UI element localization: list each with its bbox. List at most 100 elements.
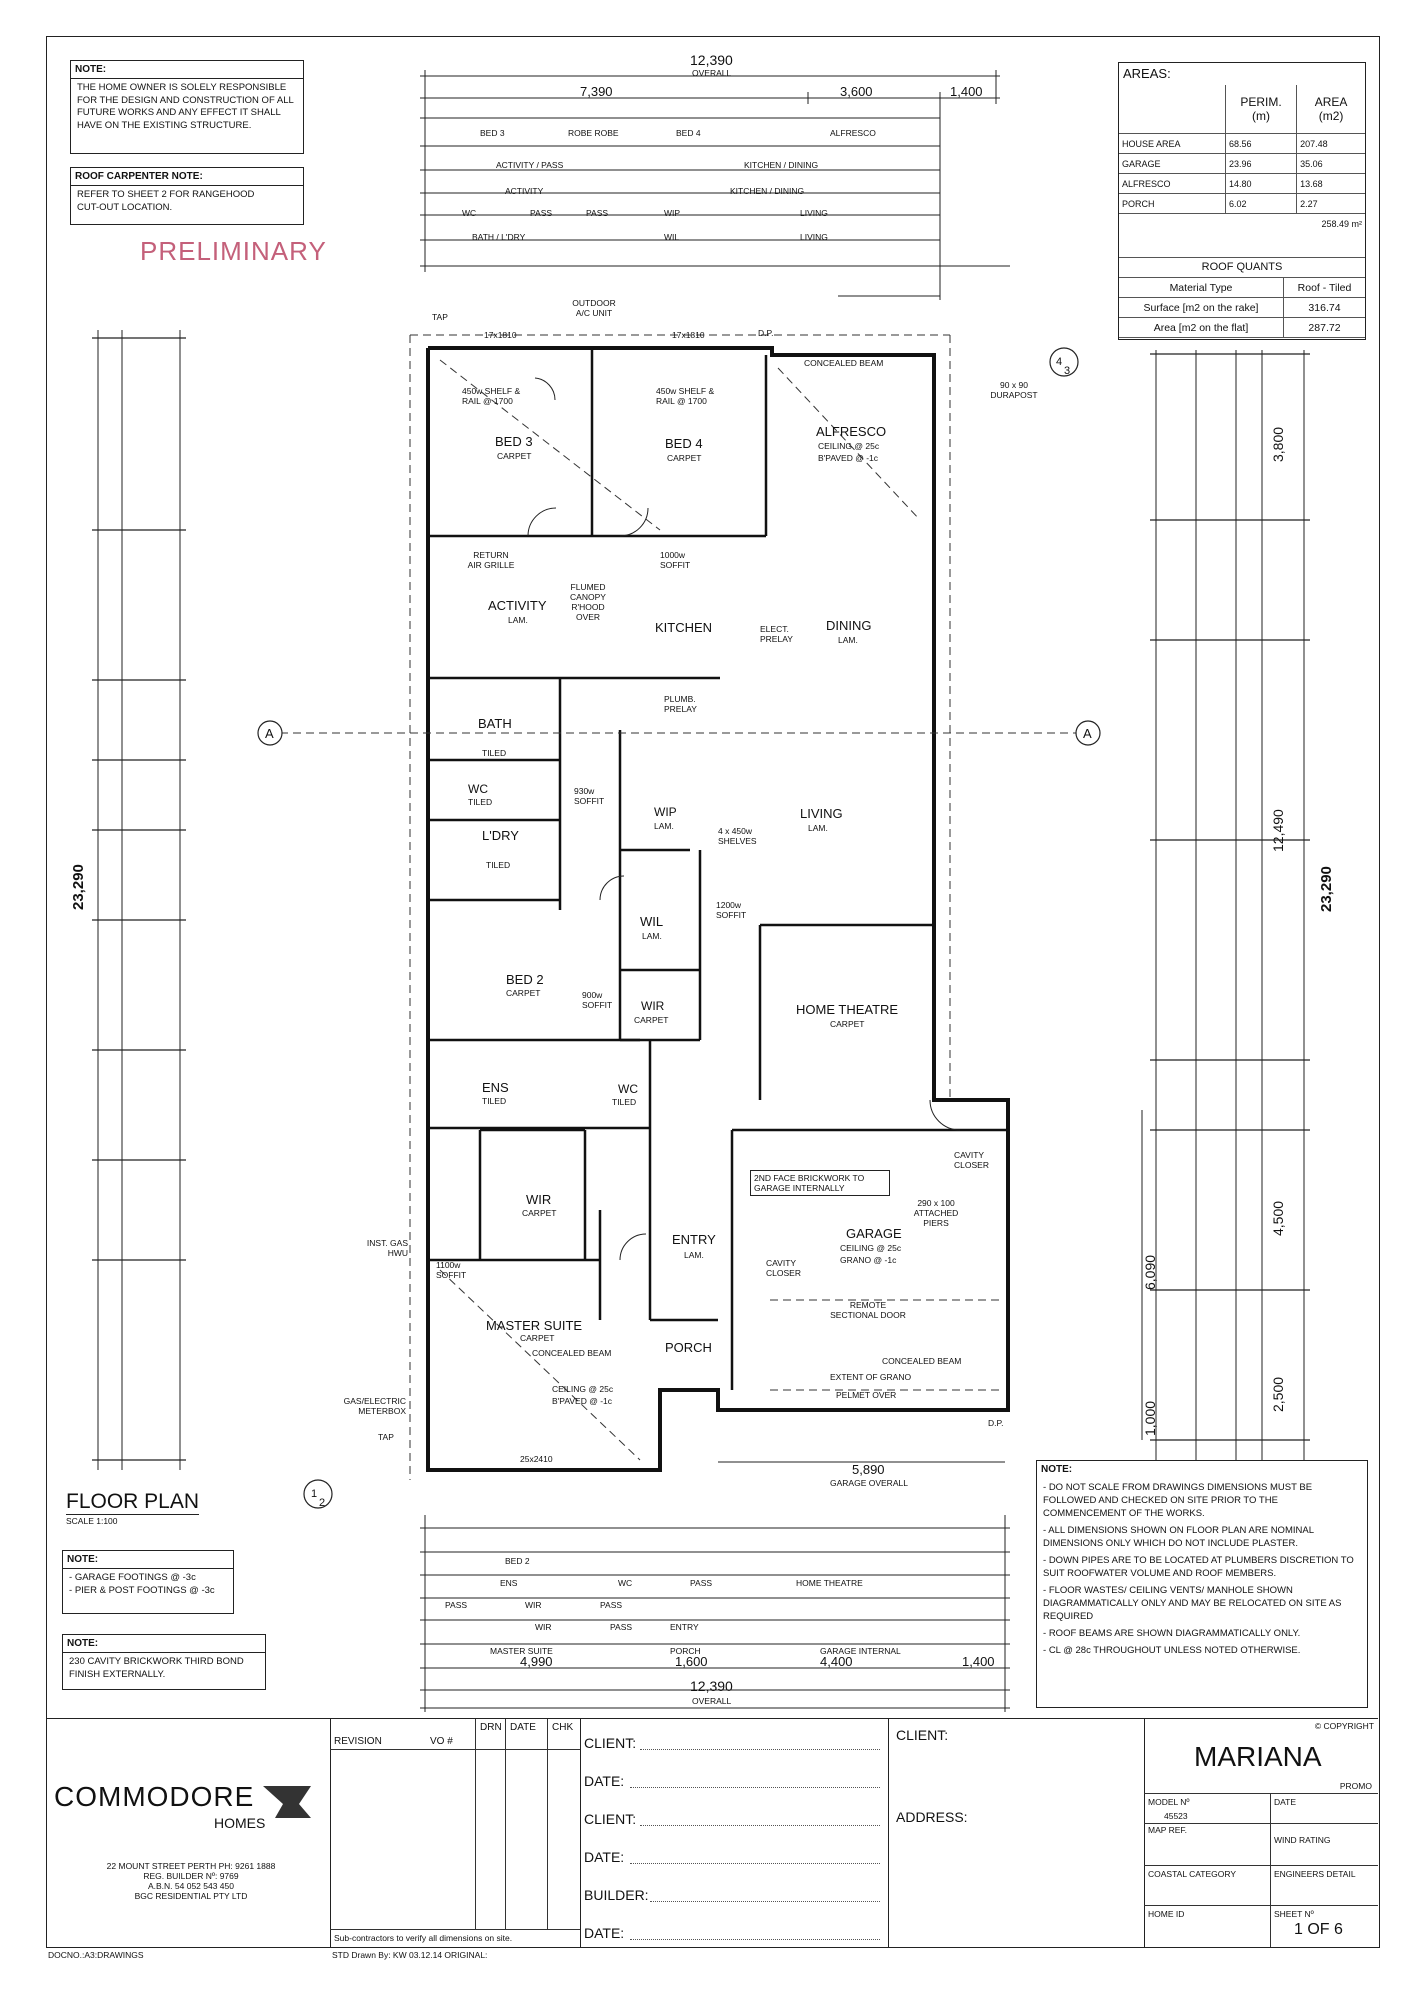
general-note-title: NOTE: <box>1041 1464 1073 1475</box>
dim-row-label: ACTIVITY / PASS <box>496 160 564 170</box>
dim-garage-overall-label: GARAGE OVERALL <box>830 1478 908 1488</box>
room-garage-c2: GRANO @ -1c <box>840 1255 897 1265</box>
revision-cell: DRN DATE CHK REVISION VO # Sub-contracto… <box>330 1719 581 1947</box>
room-living-floor: LAM. <box>808 823 828 833</box>
room-wir2-floor: CARPET <box>522 1208 557 1218</box>
cavity-note: NOTE: 230 CAVITY BRICKWORK THIRD BOND FI… <box>62 1634 266 1690</box>
dim-left-overall: 23,290 <box>70 864 87 910</box>
room-alfresco-c2: B'PAVED @ -1c <box>818 453 879 463</box>
room-dining: DINING <box>826 618 872 633</box>
owner-note-line: FOR THE DESIGN AND CONSTRUCTION OF ALL <box>77 94 294 106</box>
dim-row-label: LIVING <box>800 208 828 218</box>
label-brick-note: 2ND FACE BRICKWORK TO GARAGE INTERNALLY <box>750 1170 890 1196</box>
general-note-item: - ROOF BEAMS ARE SHOWN DIAGRAMMATICALLY … <box>1043 1628 1301 1639</box>
dim-row-label: KITCHEN / DINING <box>730 186 805 196</box>
label-concealed-beam-garage: CONCEALED BEAM <box>882 1356 962 1366</box>
home-id-label: HOME ID <box>1148 1909 1185 1919</box>
dim-bottom-porch: 1,600 <box>675 1654 708 1669</box>
dim-right-garage-overall: 6,090 <box>1142 1254 1158 1290</box>
svg-text:1: 1 <box>311 1488 317 1500</box>
dim-row-label: PASS <box>530 208 553 218</box>
preliminary-stamp: PRELIMINARY <box>140 236 327 266</box>
room-wc1: WC <box>468 782 488 796</box>
owner-note-line: FUTURE WORKS AND ANY EFFECT IT SHALL <box>77 107 281 118</box>
dim-right-1000: 1,000 <box>1142 1400 1158 1436</box>
room-dining-floor: LAM. <box>838 635 858 645</box>
floor-plan-scale: SCALE 1:100 <box>66 1516 118 1526</box>
design-cell: © COPYRIGHT MARIANA PROMO MODEL Nº 45523… <box>1144 1719 1378 1947</box>
label-tap-top: TAP <box>432 312 448 322</box>
room-master-floor: CARPET <box>520 1333 555 1343</box>
subcontractors-note: Sub-contractors to verify all dimensions… <box>334 1933 513 1943</box>
room-wc1-floor: TILED <box>468 797 493 807</box>
owner-note-line: HAVE ON THE EXISTING STRUCTURE. <box>77 119 252 131</box>
room-ens: ENS <box>482 1080 509 1095</box>
dim-row-label: ROBE ROBE <box>568 128 619 138</box>
dim-row-label: PASS <box>690 1578 713 1588</box>
room-entry-floor: LAM. <box>684 1250 704 1260</box>
room-bed4-floor: CARPET <box>667 453 702 463</box>
areas-col-perim: PERIM. <box>1240 95 1282 109</box>
dim-row-label: GARAGE INTERNAL <box>820 1646 901 1656</box>
drn-header: DRN <box>480 1722 502 1733</box>
dim-row-label: BED 3 <box>480 128 505 138</box>
label-extent-grano: EXTENT OF GRANO <box>830 1372 912 1382</box>
label-window-top-2: 17x1810 <box>672 330 705 340</box>
roof-quants-title: ROOF QUANTS <box>1201 261 1283 273</box>
areas-col-area: AREA <box>1314 95 1348 109</box>
label-soffit1100: 1100w SOFFIT <box>436 1260 467 1280</box>
client-address-cell: CLIENT: ADDRESS: <box>888 1719 1145 1947</box>
general-note-item: - ALL DIMENSIONS SHOWN ON FLOOR PLAN ARE… <box>1043 1525 1314 1549</box>
room-home-theatre-floor: CARPET <box>830 1019 865 1029</box>
label-concealed-beam: CONCEALED BEAM <box>804 358 884 368</box>
label-shelf1: 450w SHELF & RAIL @ 1700 <box>462 386 521 406</box>
roof-note-title: ROOF CARPENTER NOTE: <box>71 168 303 186</box>
label-flumed: FLUMED CANOPY R'HOOD OVER <box>570 582 606 622</box>
roof-note-line: REFER TO SHEET 2 FOR RANGEHOOD <box>77 189 255 200</box>
owner-note-line: THE HOME OWNER IS SOLELY RESPONSIBLE <box>77 82 287 93</box>
room-alfresco: ALFRESCO <box>816 424 887 439</box>
room-wc2: WC <box>618 1082 638 1096</box>
dim-row-label: WIR <box>535 1622 552 1632</box>
label-window-top-1: 17x1810 <box>484 330 517 340</box>
room-wc2-floor: TILED <box>612 1097 637 1107</box>
room-wir1-floor: CARPET <box>634 1015 669 1025</box>
client-cell: CLIENT: DATE: CLIENT: DATE: BUILDER: DAT… <box>580 1719 889 1947</box>
label-gas-meter: GAS/ELECTRIC METERBOX <box>343 1396 406 1416</box>
dim-overall-top: 12,390 <box>690 52 733 68</box>
general-note-item: - CL @ 28c THROUGHOUT UNLESS NOTED OTHER… <box>1043 1645 1301 1656</box>
company-address: 22 MOUNT STREET PERTH PH: 9261 1888 REG.… <box>106 1861 276 1901</box>
logo-cell: COMMODORE HOMES 22 MOUNT STREET PERTH PH… <box>46 1719 331 1947</box>
room-wil: WIL <box>640 914 664 929</box>
areas-title: AREAS: <box>1123 66 1171 81</box>
dim-bottom-master: 4,990 <box>520 1654 553 1669</box>
dim-row-label: PASS <box>600 1600 623 1610</box>
dim-right-alfresco: 3,800 <box>1270 426 1286 462</box>
room-wip-floor: LAM. <box>654 821 674 831</box>
dim-row-label: ENS <box>500 1578 518 1588</box>
footing-note: NOTE: - GARAGE FOOTINGS @ -3c - PIER & P… <box>62 1550 234 1614</box>
chk-header: CHK <box>552 1722 574 1733</box>
label-dp: D.P. <box>758 328 774 338</box>
general-note-item: - FLOOR WASTES/ CEILING VENTS/ MANHOLE S… <box>1043 1585 1342 1622</box>
date-label: DATE <box>1274 1797 1297 1807</box>
dim-row-label: MASTER SUITE <box>490 1646 553 1656</box>
room-master-c2: B'PAVED @ -1c <box>552 1396 613 1406</box>
dim-row-label: WIL <box>664 232 680 242</box>
svg-text:A: A <box>265 726 274 741</box>
dim-row-label: KITCHEN / DINING <box>744 160 819 170</box>
room-master-c1: CEILING @ 25c <box>552 1384 614 1394</box>
room-ldry: L'DRY <box>482 828 519 843</box>
design-name: MARIANA <box>1194 1741 1322 1772</box>
date-header: DATE <box>510 1722 536 1733</box>
label-return-air: RETURN AIR GRILLE <box>467 550 515 570</box>
dim-overall-top-label: OVERALL <box>692 68 732 78</box>
room-alfresco-c1: CEILING @ 25c <box>818 441 880 451</box>
room-wil-floor: LAM. <box>642 931 662 941</box>
sheet-label: SHEET Nº <box>1274 1909 1314 1919</box>
company-logo: COMMODORE <box>54 1781 315 1822</box>
label-durapost: 90 x 90 DURAPOST <box>990 380 1038 400</box>
client-header: CLIENT: <box>896 1727 949 1743</box>
